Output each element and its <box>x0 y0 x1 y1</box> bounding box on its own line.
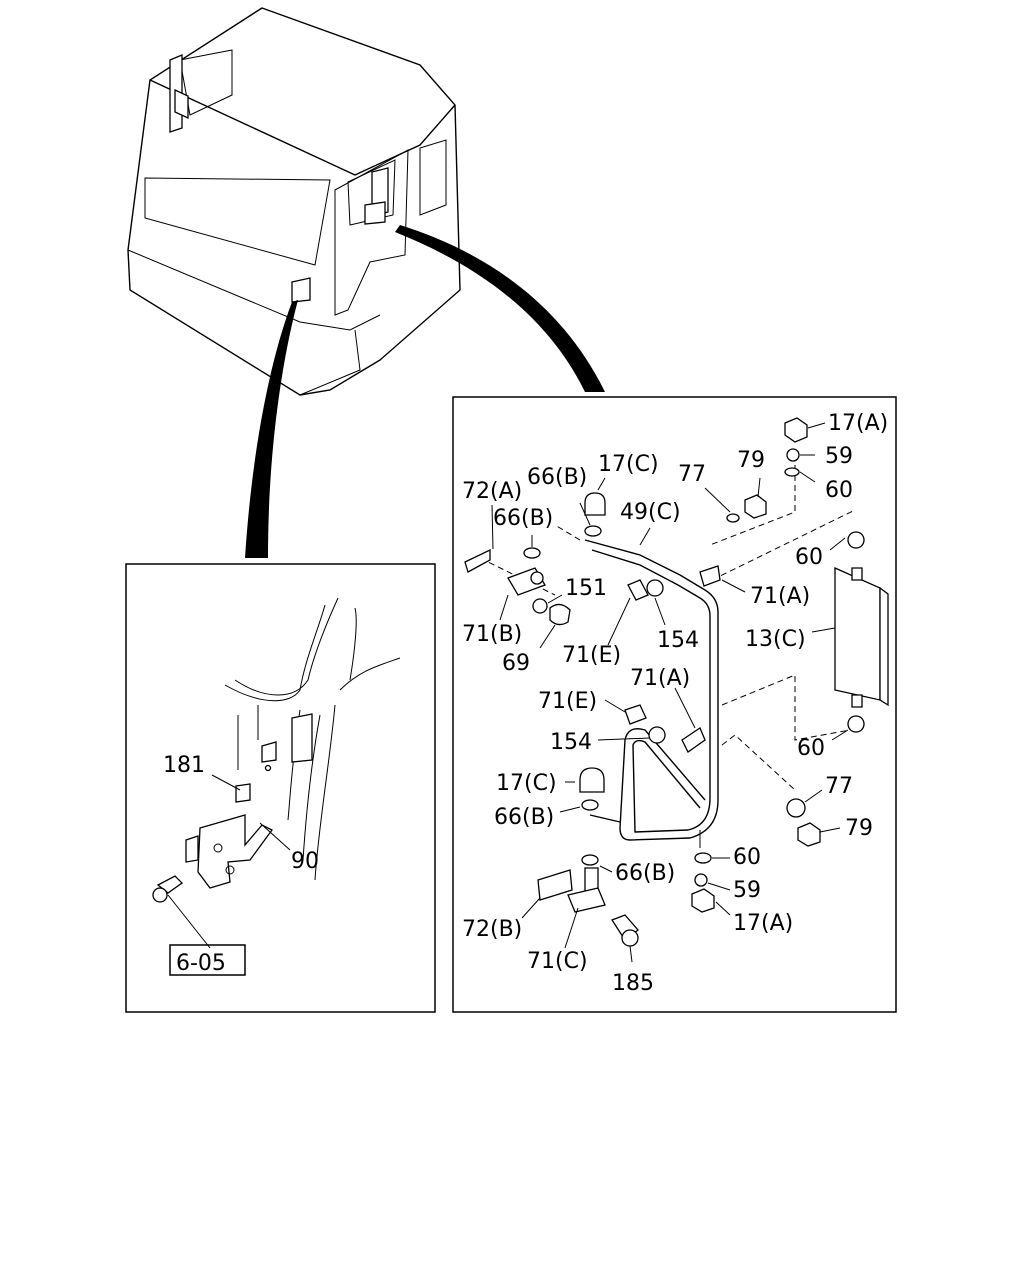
truck-cab-overview <box>127 7 461 396</box>
label-17a-bot: 17(A) <box>733 911 793 936</box>
label-79-low: 79 <box>845 816 873 841</box>
left-detail-panel <box>125 563 436 1013</box>
label-71c: 71(C) <box>527 949 588 974</box>
label-17c-low: 17(C) <box>496 771 557 796</box>
label-17c-top: 17(C) <box>598 452 659 477</box>
label-60-mid: 60 <box>795 545 823 570</box>
label-77-top: 77 <box>678 462 706 487</box>
label-49c: 49(C) <box>620 500 681 525</box>
label-66b-4: 66(B) <box>615 861 675 886</box>
label-17a-top: 17(A) <box>828 411 888 436</box>
label-66b-1: 66(B) <box>527 465 587 490</box>
label-79-top: 79 <box>737 448 765 473</box>
label-59-bot: 59 <box>733 878 761 903</box>
label-72b: 72(B) <box>462 917 522 942</box>
label-72a: 72(A) <box>462 479 522 504</box>
label-60-top: 60 <box>825 478 853 503</box>
label-181: 181 <box>163 753 205 778</box>
label-185: 185 <box>612 971 654 996</box>
label-71a-mid: 71(A) <box>630 666 690 691</box>
label-71e-mid: 71(E) <box>538 689 597 714</box>
label-71a-top: 71(A) <box>750 584 810 609</box>
label-90: 90 <box>291 849 319 874</box>
right-detail-panel <box>452 396 897 1013</box>
callout-arrows <box>245 225 605 558</box>
label-59-top: 59 <box>825 444 853 469</box>
label-77-low: 77 <box>825 774 853 799</box>
label-ref-6-05[interactable]: 6-05 <box>176 951 226 976</box>
label-66b-2: 66(B) <box>493 506 553 531</box>
label-154-mid: 154 <box>550 730 592 755</box>
label-60-bot: 60 <box>733 845 761 870</box>
label-151: 151 <box>565 576 607 601</box>
label-154-top: 154 <box>657 628 699 653</box>
label-71e-top: 71(E) <box>562 643 621 668</box>
label-69: 69 <box>502 651 530 676</box>
label-66b-3: 66(B) <box>494 805 554 830</box>
part-labels: 17(A) 59 60 79 77 17(C) 66(B) 72(A) 66(B… <box>163 411 888 996</box>
label-71b: 71(B) <box>462 622 522 647</box>
label-60-low: 60 <box>797 736 825 761</box>
label-13c: 13(C) <box>745 627 806 652</box>
